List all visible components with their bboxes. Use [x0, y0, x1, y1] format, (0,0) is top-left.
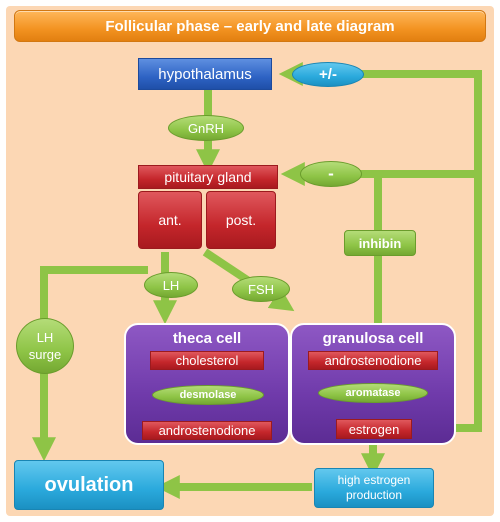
- inhibin-label: inhibin: [344, 230, 416, 256]
- granulosa-cell-title: granulosa cell: [322, 330, 424, 347]
- high-estrogen-production-node: high estrogen production: [314, 468, 434, 508]
- fsh-label: FSH: [232, 276, 290, 302]
- ovulation-node: ovulation: [14, 460, 164, 510]
- diagram-title: Follicular phase – early and late diagra…: [14, 10, 486, 42]
- arrow-lh-surge: [32, 266, 148, 462]
- pituitary-gland-node: pituitary gland: [138, 165, 278, 189]
- androstenodione-granulosa-node: androstenodione: [308, 351, 438, 370]
- lh-surge-label: LH surge: [16, 318, 74, 374]
- anterior-pituitary-node: ant.: [138, 191, 202, 249]
- gnrh-label: GnRH: [168, 115, 244, 141]
- feedback-minus-badge: -: [300, 161, 362, 187]
- aromatase-label: aromatase: [318, 383, 428, 403]
- estrogen-node: estrogen: [336, 419, 412, 439]
- androstenodione-theca-node: androstenodione: [142, 421, 272, 440]
- theca-cell-title: theca cell: [172, 330, 242, 347]
- lh-label: LH: [144, 272, 198, 298]
- desmolase-label: desmolase: [152, 385, 264, 405]
- cholesterol-node: cholesterol: [150, 351, 264, 370]
- posterior-pituitary-node: post.: [206, 191, 276, 249]
- feedback-plus-minus-badge: +/-: [292, 62, 364, 87]
- arrow-estrogen-feedback-to-hypothalamus: [278, 62, 482, 432]
- hypothalamus-node: hypothalamus: [138, 58, 272, 90]
